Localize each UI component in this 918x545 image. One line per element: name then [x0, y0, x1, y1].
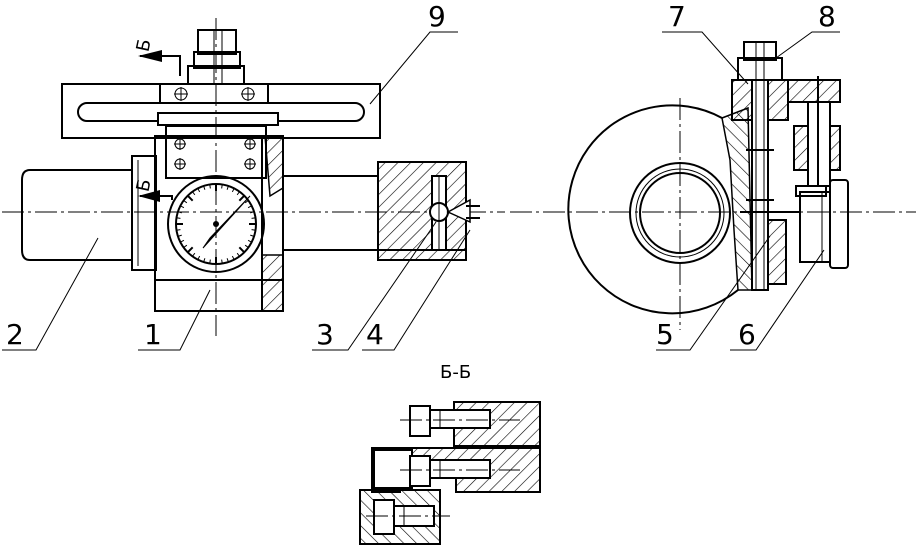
part-2-cylinder [21, 155, 157, 271]
section-arrow-top: Б [133, 37, 181, 76]
dial-tick [176, 229, 181, 231]
section-marker-top: Б [133, 37, 156, 53]
callout-3: 3 [316, 318, 334, 351]
part-9-bar [61, 83, 381, 139]
dial-tick [183, 244, 188, 248]
dial-tick [192, 191, 196, 196]
dial-tick [247, 239, 252, 243]
part-3-sleeve [377, 161, 480, 261]
dial-tick [180, 239, 185, 243]
dial-tick [197, 255, 201, 260]
dial-tick [231, 255, 235, 260]
callout-4: 4 [366, 318, 384, 351]
section-view: Б-Б [359, 362, 541, 545]
callout-6: 6 [738, 318, 756, 351]
dial-tick [250, 234, 255, 237]
dial-tick [209, 259, 211, 264]
dial-tick [187, 195, 194, 202]
part-1-body [154, 135, 284, 312]
screw-head-icon [174, 138, 256, 170]
dial-tick [251, 217, 256, 219]
dial-tick [231, 188, 235, 193]
dial-tick [244, 200, 249, 204]
dial-tick [238, 246, 245, 253]
callout-2: 2 [6, 318, 24, 351]
dial-indicator-icon [167, 175, 265, 273]
dial-tick [226, 258, 229, 263]
section-marker-mid: Б [133, 177, 156, 193]
callout-7: 7 [668, 0, 686, 33]
dial-tick [203, 258, 206, 263]
dial-tick [221, 184, 223, 189]
dial-tick [251, 229, 256, 231]
dial-tick [238, 195, 245, 202]
dial-tick [221, 259, 223, 264]
shaft [283, 175, 378, 251]
dial-tick [203, 185, 206, 190]
dial-tick [244, 244, 249, 248]
dial-tick [209, 184, 211, 189]
callout-9: 9 [428, 0, 446, 33]
side-view: 7 8 5 6 [510, 0, 916, 351]
leaders-front [2, 31, 471, 351]
dial-tick [236, 252, 240, 257]
dial-tick [180, 205, 185, 209]
front-view: Б Б 2 1 3 4 9 [2, 0, 505, 351]
callout-1: 1 [144, 318, 162, 351]
dial-tick [183, 200, 188, 204]
dial-tick [177, 211, 182, 214]
dial-tick [177, 234, 182, 237]
dial-tick [187, 246, 194, 253]
dial-tick [247, 205, 252, 209]
callout-8: 8 [818, 0, 836, 33]
dial-tick [250, 211, 255, 214]
leaders-side [656, 31, 840, 351]
dial-tick [226, 185, 229, 190]
dial-tick [176, 217, 181, 219]
section-title: Б-Б [440, 362, 471, 383]
part-8-bolt [737, 41, 783, 291]
callout-5: 5 [656, 318, 674, 351]
section-arrow-mid: Б [133, 177, 173, 202]
dial-tick [236, 191, 240, 196]
part-6-knob [799, 179, 849, 269]
dial-tick [192, 252, 196, 257]
dial-tick [197, 188, 201, 193]
